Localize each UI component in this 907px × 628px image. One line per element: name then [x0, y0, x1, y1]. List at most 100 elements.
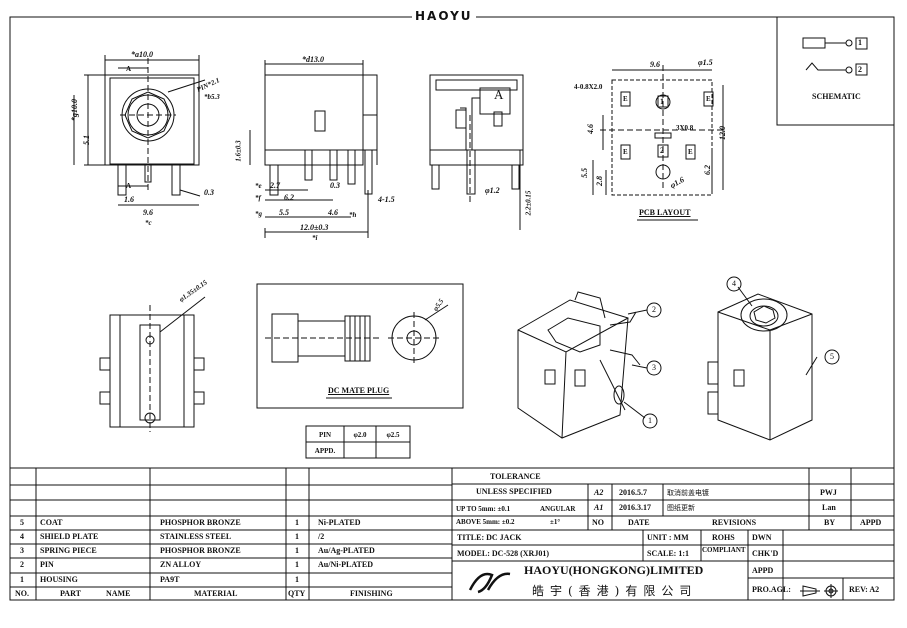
- mate-plug-drawing: [265, 304, 449, 399]
- dim-d: *d13.0: [302, 55, 324, 64]
- side-view: [249, 60, 378, 238]
- tb-model: MODEL: DC-528 (XRJ01): [457, 549, 549, 558]
- bom-row-4-material: STAINLESS STEEL: [160, 532, 232, 541]
- tb-compliant: COMPLIANT: [702, 546, 746, 554]
- tb-angular: ANGULAR: [540, 505, 576, 513]
- bom-row-2-material: ZN ALLOY: [160, 560, 202, 569]
- mate-plug-box: [256, 283, 464, 409]
- iso-jack-left: [517, 291, 641, 439]
- schematic-pin1: 1: [858, 38, 862, 47]
- tb-rev-a2: A2: [594, 488, 604, 497]
- pcb-dim-46: 4.6: [586, 124, 595, 134]
- dim-22-section: 2.2±0.15: [524, 190, 533, 216]
- bom-row-4-no: 4: [20, 532, 24, 541]
- dim-03-side: 0.3: [330, 181, 340, 190]
- tb-unless: UNLESS SPECIFIED: [476, 487, 552, 496]
- dim-12-section: φ1.2: [485, 186, 500, 195]
- bom-row-3-no: 3: [20, 546, 24, 555]
- pcb-dim-slot: 3X0.8: [676, 124, 694, 132]
- tb-rev-a1: A1: [594, 503, 604, 512]
- bom-row-1-material: PA9T: [160, 575, 180, 584]
- dim-55-side: 5.5: [279, 208, 289, 217]
- pin-table-header-20: φ2.0: [353, 431, 367, 439]
- pcb-title: PCB LAYOUT: [639, 208, 691, 217]
- tb-appd: APPD: [860, 518, 882, 527]
- dim-f: *f: [255, 194, 261, 202]
- tb-above: ABOVE 5mm: ±0.2: [456, 518, 515, 526]
- bom-row-3-part: SPRING PIECE: [40, 546, 97, 555]
- bom-row-3-finishing: Au/Ag-PLATED: [318, 546, 375, 555]
- pcb-dim-96: 9.6: [650, 60, 660, 69]
- dim-27: 2.7: [270, 181, 280, 190]
- pcb-layout-features: [592, 65, 725, 221]
- dim-i: *i: [312, 234, 318, 242]
- bom-header-material: MATERIAL: [194, 589, 238, 598]
- callout-3: 3: [652, 363, 656, 372]
- title-block-grid: [10, 467, 894, 600]
- tb-rev-a1-date: 2016.3.17: [619, 503, 651, 512]
- schematic-box: [776, 16, 895, 126]
- bom-row-4-part: SHIELD PLATE: [40, 532, 99, 541]
- pcb-dim-120: 12.0: [718, 126, 727, 140]
- bom-header-name: NAME: [106, 589, 131, 598]
- tb-chkd: CHK'D: [752, 549, 779, 558]
- bom-row-4-finishing: /2: [318, 532, 325, 541]
- callout-5: 5: [830, 352, 834, 361]
- tb-by-a2: PWJ: [820, 488, 837, 497]
- tb-unit: UNIT : MM: [647, 533, 689, 542]
- bom-row-1-qty: 1: [295, 575, 299, 584]
- dim-c: 9.6: [143, 208, 153, 217]
- dim-g-side: *g: [255, 210, 262, 218]
- pin-table-header-pin: PIN: [318, 431, 332, 439]
- section-label-a: A: [494, 87, 504, 102]
- tb-title: TITLE: DC JACK: [457, 533, 522, 542]
- brand-title: HAOYU: [412, 9, 476, 23]
- bom-row-5-qty: 1: [295, 518, 299, 527]
- dim-51: 5.1: [82, 135, 91, 145]
- bom-header-qty: QTY: [288, 589, 306, 598]
- bom-header-part: PART: [60, 589, 81, 598]
- tb-rev-a2-desc: 取消前盖电镀: [667, 489, 709, 497]
- bom-row-5-material: PHOSPHOR BRONZE: [160, 518, 241, 527]
- pcb-pad-2: 2: [660, 146, 664, 155]
- tb-date: DATE: [628, 518, 650, 527]
- pcb-pad-e-2: E: [706, 95, 711, 103]
- bom-row-3-qty: 1: [295, 546, 299, 555]
- pcb-pad-e-3: E: [623, 148, 628, 156]
- dim-e: *e: [255, 182, 262, 190]
- bom-row-1-no: 1: [20, 575, 24, 584]
- pcb-pad-e-1: E: [623, 95, 628, 103]
- bom-row-5-no: 5: [20, 518, 24, 527]
- tb-revisions: REVISIONS: [712, 518, 757, 527]
- bom-row-2-part: PIN: [40, 560, 54, 569]
- tb-dwn: DWN: [752, 533, 772, 542]
- dim-g-front: *g10.0: [70, 99, 79, 121]
- bom-row-2-no: 2: [20, 560, 24, 569]
- dim-a: *a10.0: [131, 50, 153, 59]
- bom-header-no: NO.: [15, 589, 29, 598]
- tb-appd2: APPD: [752, 566, 774, 575]
- tb-by-a1: Lan: [822, 503, 836, 512]
- dim-16-front: 1.6: [124, 195, 134, 204]
- bom-row-3-material: PHOSPHOR BRONZE: [160, 546, 241, 555]
- bom-header-finishing: FINISHING: [350, 589, 393, 598]
- bottom-view: [99, 296, 206, 432]
- iso-jack-right: [707, 286, 818, 441]
- plug-title: DC MATE PLUG: [328, 386, 390, 395]
- pcb-dim-55: 5.5: [580, 168, 589, 178]
- tb-rohs: ROHS: [712, 533, 735, 542]
- dim-46-side: 4.6: [328, 208, 338, 217]
- tb-no: NO: [592, 518, 604, 527]
- dim-12-side: 12.0±0.3: [300, 223, 329, 232]
- projection-symbol: [800, 584, 838, 598]
- section-label-a-top: A: [126, 65, 132, 73]
- pcb-dim-28: 2.8: [595, 176, 604, 186]
- tb-rev-a2-date: 2016.5.7: [619, 488, 647, 497]
- tb-angular-val: ±1°: [550, 518, 561, 526]
- callout-circles: [623, 276, 840, 429]
- callout-2: 2: [652, 305, 656, 314]
- tb-up-to: UP TO 5mm: ±0.1: [456, 505, 511, 513]
- bom-row-4-qty: 1: [295, 532, 299, 541]
- schematic-title: SCHEMATIC: [812, 92, 861, 101]
- pin-table-header-25: φ2.5: [386, 431, 400, 439]
